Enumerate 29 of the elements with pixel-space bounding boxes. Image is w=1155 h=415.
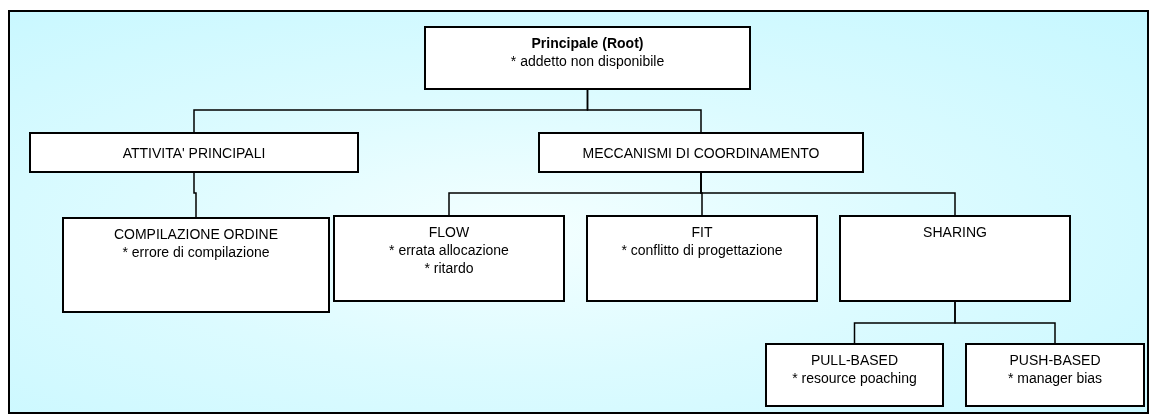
tree-box: [765, 343, 944, 407]
box-note: * resource poaching: [792, 369, 917, 387]
box-title: FLOW: [428, 223, 470, 241]
tree-box: [424, 26, 751, 90]
box-note: * ritardo: [424, 259, 474, 277]
box-title: Principale (Root): [531, 34, 644, 52]
connector-line: [586, 89, 702, 133]
box-note: * manager bias: [1007, 369, 1103, 387]
tree-box: [333, 215, 565, 302]
box-note: * errata allocazione: [389, 241, 509, 259]
box-title: PULL-BASED: [810, 351, 899, 369]
box-title: SHARING: [923, 223, 987, 241]
box-title: MECCANISMI DI COORDINAMENTO: [582, 143, 820, 162]
tree-box: [839, 215, 1071, 302]
tree-box: [538, 132, 864, 173]
tree-box: [62, 217, 330, 313]
tree-box: [586, 215, 818, 302]
box-title: FIT: [691, 223, 713, 241]
box-title: PUSH-BASED: [1009, 351, 1101, 369]
connector-line: [700, 172, 956, 216]
box-note: * addetto non disponibile: [510, 52, 665, 70]
connector-line: [954, 301, 1056, 344]
tree-box: [29, 132, 359, 173]
box-title: ATTIVITA' PRINCIPALI: [122, 143, 266, 162]
connector-line: [193, 172, 197, 218]
tree-box: [965, 343, 1145, 407]
box-title: COMPILAZIONE ORDINE: [113, 225, 279, 243]
box-note: * errore di compilazione: [122, 243, 270, 261]
box-note: * conflitto di progettazione: [621, 241, 783, 259]
